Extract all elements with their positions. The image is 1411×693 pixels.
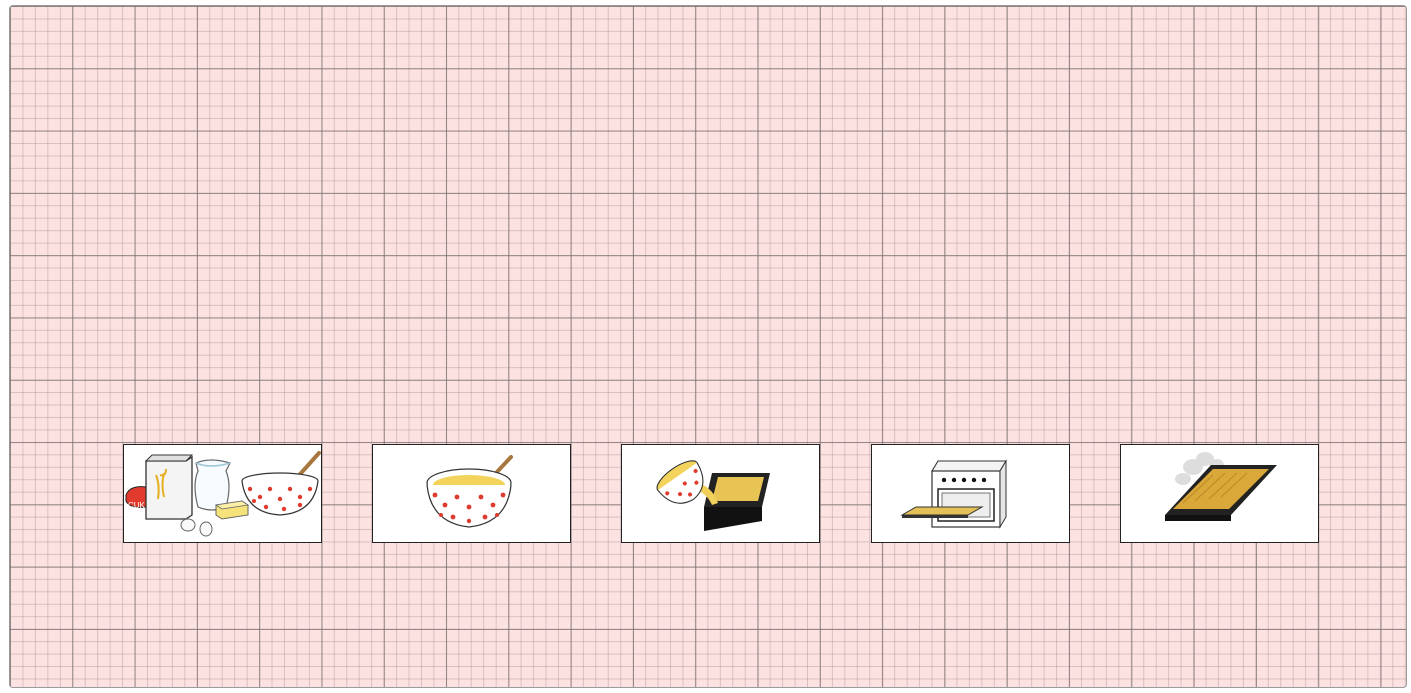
step-card-bake[interactable]: [871, 444, 1070, 543]
mixing-bowl-icon: [426, 455, 513, 528]
ingredients-icon: CUKR: [125, 451, 321, 537]
polka-dot-bowl: [241, 451, 321, 516]
baked-cake-icon: [1165, 452, 1277, 521]
steam: [1175, 452, 1224, 485]
pour-batter-icon: [656, 460, 770, 531]
sugar-label: CUKR: [128, 501, 151, 510]
egg: [180, 518, 196, 532]
step-card-mix[interactable]: [372, 444, 571, 543]
step-card-pour[interactable]: [621, 444, 820, 543]
step-card-done[interactable]: [1120, 444, 1319, 543]
step-card-ingredients[interactable]: CUKR: [123, 444, 322, 543]
egg: [199, 521, 213, 537]
oven-icon: [900, 459, 1007, 529]
butter-block: [214, 500, 250, 520]
milk-jug: [194, 459, 231, 511]
flour-bag: [144, 454, 194, 520]
graph-paper-canvas: CUKR: [9, 5, 1407, 688]
